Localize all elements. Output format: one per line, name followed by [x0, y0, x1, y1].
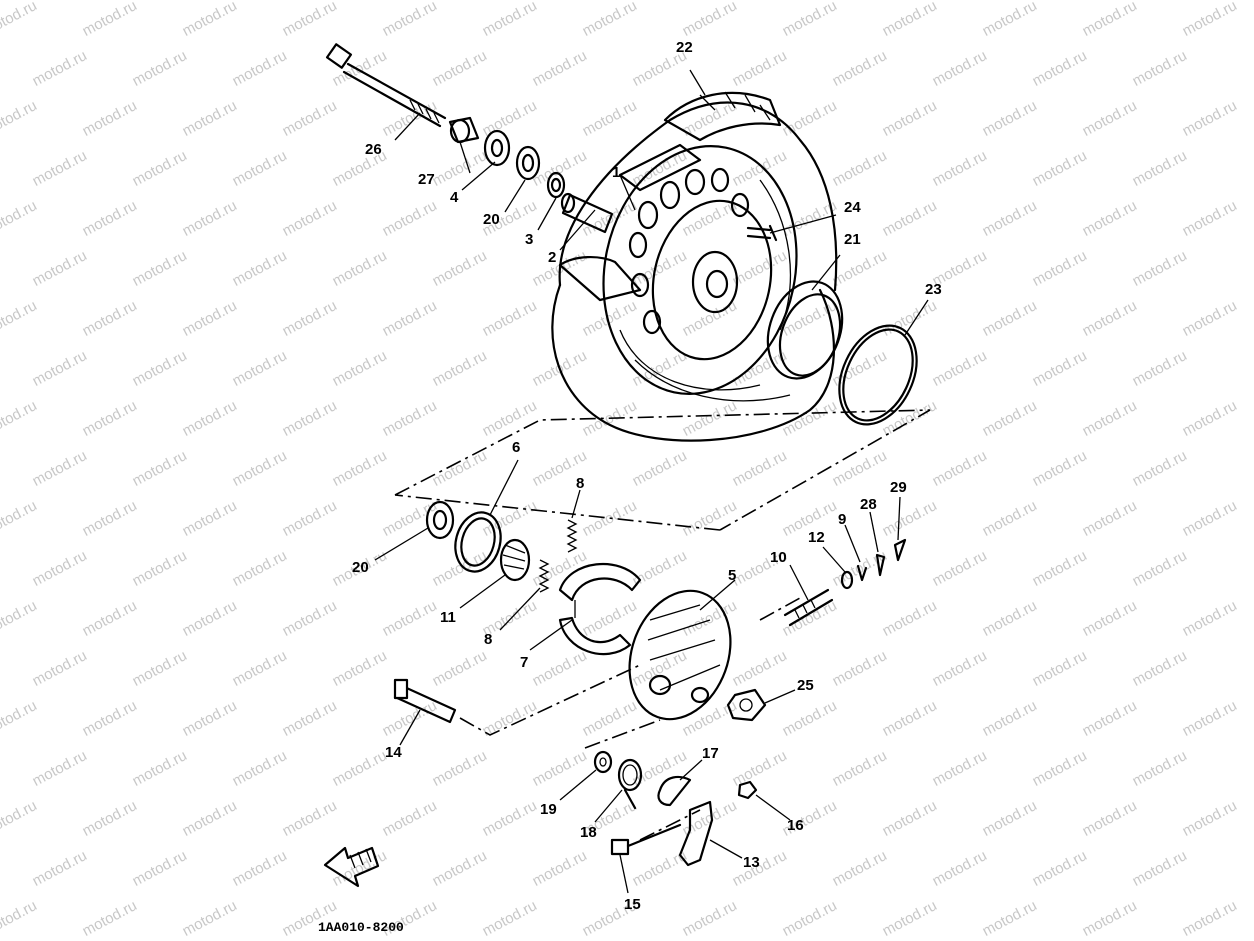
rim-band-21 [766, 280, 844, 380]
diagram-code: 1AA010-8200 [318, 920, 404, 935]
washer-19 [593, 750, 613, 774]
callout-25: 25 [797, 677, 814, 694]
drive-gear-11 [499, 538, 531, 582]
spring-8-upper [566, 519, 578, 553]
callout-4: 4 [450, 189, 459, 206]
bearing-20-upper [515, 145, 541, 181]
callout-13: 13 [743, 854, 760, 871]
seal-3 [546, 171, 566, 199]
nut-25 [726, 688, 767, 722]
callout-7: 7 [520, 654, 529, 671]
callout-16: 16 [787, 817, 804, 834]
callout-17: 17 [702, 745, 719, 762]
callout-23: 23 [925, 281, 942, 298]
callout-28: 28 [860, 496, 877, 513]
callout-15: 15 [624, 896, 641, 913]
washer-12 [840, 570, 854, 590]
o-ring-23 [838, 324, 918, 426]
reference-line-upper [394, 409, 931, 531]
wear-indicator-17 [657, 775, 692, 807]
axle-bolt [325, 43, 447, 128]
callout-20-lower: 20 [352, 559, 369, 576]
nut-16 [737, 780, 758, 800]
callout-18: 18 [580, 824, 597, 841]
seal-6 [454, 511, 502, 573]
spacer-27 [448, 116, 480, 144]
brake-shoes-7 [558, 562, 642, 656]
callout-24: 24 [844, 199, 861, 216]
callout-2: 2 [548, 249, 557, 266]
spring-8-lower [538, 559, 550, 593]
callout-8-lower: 8 [484, 631, 493, 648]
forward-arrow-icon [323, 846, 380, 888]
callout-11: 11 [440, 609, 456, 626]
callout-12: 12 [808, 529, 825, 546]
reference-line-lower [459, 597, 801, 749]
callout-26: 26 [365, 141, 382, 158]
callout-19: 19 [540, 801, 557, 818]
callout-9: 9 [838, 511, 847, 528]
callout-10: 10 [770, 549, 787, 566]
callout-5: 5 [728, 567, 737, 584]
callout-27: 27 [418, 171, 435, 188]
pin-29 [893, 538, 907, 562]
callout-6: 6 [512, 439, 521, 456]
spacer-2 [560, 192, 614, 234]
callout-20-upper: 20 [483, 211, 500, 228]
bolt-15 [610, 823, 682, 856]
ring-28 [875, 553, 886, 577]
reference-line-axis [394, 494, 721, 531]
callout-1: 1 [612, 164, 621, 181]
reference-line-arm [639, 809, 701, 841]
bearing-4 [483, 129, 511, 167]
leader-lines [374, 69, 929, 894]
callout-22: 22 [676, 39, 693, 56]
callout-14: 14 [385, 744, 402, 761]
valve-24 [746, 224, 778, 242]
camshaft-14 [393, 678, 457, 724]
torsion-spring-18 [617, 758, 643, 810]
callout-29: 29 [890, 479, 907, 496]
bearing-20-lower [425, 500, 455, 540]
callout-8-upper: 8 [576, 475, 585, 492]
shaft-10 [783, 588, 834, 627]
clip-9 [856, 564, 868, 582]
brake-arm-13 [678, 800, 714, 867]
brake-plate-5 [628, 589, 732, 721]
callout-21: 21 [844, 231, 861, 248]
tire-wheel-assembly [551, 91, 838, 442]
callout-3: 3 [525, 231, 534, 248]
